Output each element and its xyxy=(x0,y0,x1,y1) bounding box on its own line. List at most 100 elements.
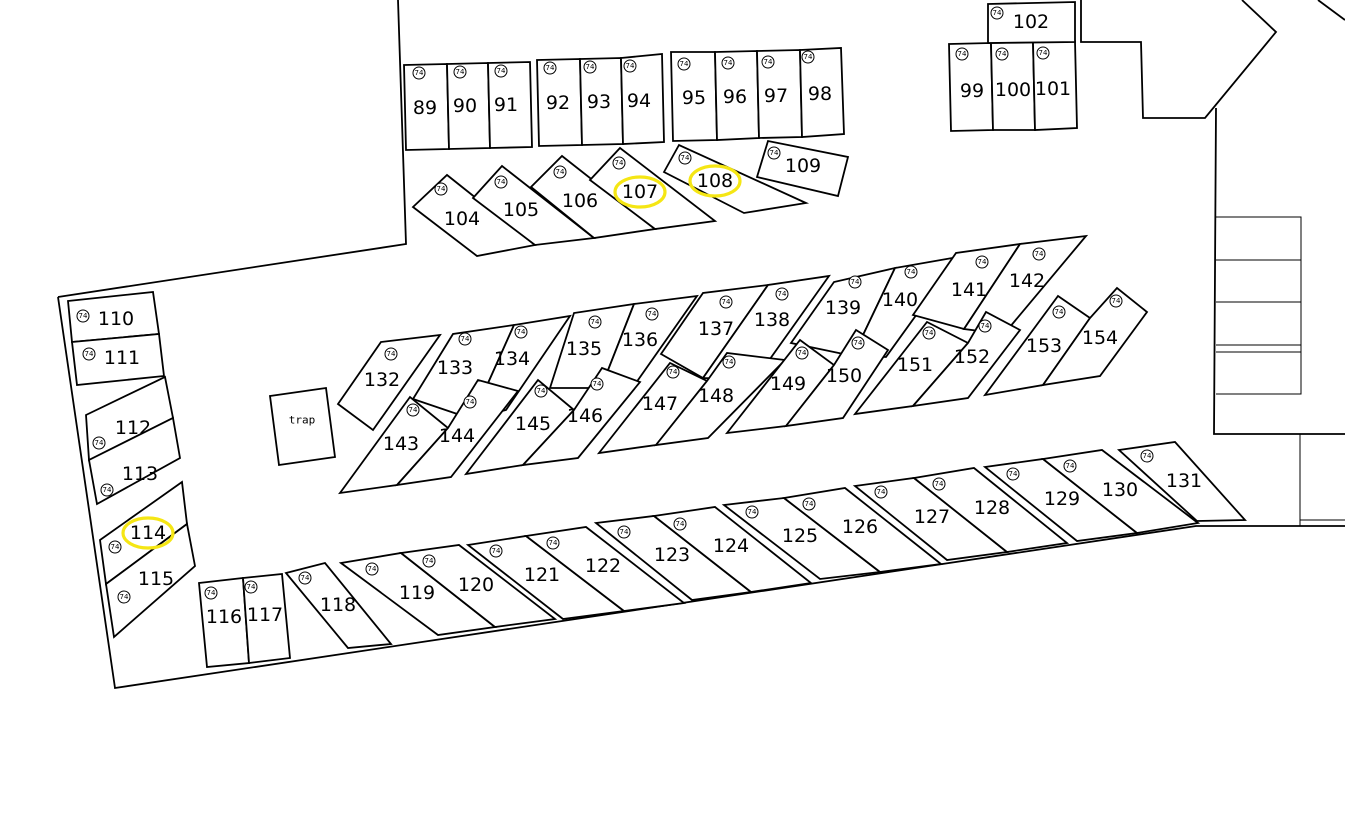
spot-badge-text: 74 xyxy=(387,350,396,358)
spot-badge-text: 74 xyxy=(725,358,734,366)
spot-outline xyxy=(284,561,393,649)
spot-badge-text: 74 xyxy=(798,349,807,357)
spot-badge-text: 74 xyxy=(1035,250,1044,258)
spot-badge-text: 74 xyxy=(497,178,506,186)
spot-badge-text: 74 xyxy=(981,322,990,330)
spot-number: 104 xyxy=(444,208,480,230)
spot-number: 90 xyxy=(453,95,477,117)
spot-badge-circle xyxy=(623,59,637,73)
spot-badge-text: 74 xyxy=(648,310,657,318)
spot-badge-text: 74 xyxy=(681,154,690,162)
spot-number: 136 xyxy=(622,329,658,351)
spot-badge-text: 74 xyxy=(722,298,731,306)
spot-badge-text: 74 xyxy=(724,59,733,67)
spot-badge-circle xyxy=(494,175,508,189)
spot-number: 127 xyxy=(914,506,950,528)
spot-badge-circle xyxy=(453,65,467,79)
spot-badge-circle xyxy=(904,265,918,279)
spot-badge-circle xyxy=(204,586,218,600)
spot-badge-text: 74 xyxy=(1143,452,1152,460)
spot-number: 110 xyxy=(98,308,134,330)
spot-number: 151 xyxy=(897,354,933,376)
spot-badge-circle xyxy=(553,165,567,179)
spot-number: 105 xyxy=(503,199,539,221)
spot-badge-circle xyxy=(795,346,809,360)
spot-badge-text: 74 xyxy=(620,528,629,536)
spot-badge-text: 74 xyxy=(626,62,635,70)
spot-number: 116 xyxy=(206,606,242,628)
spot-number: 152 xyxy=(954,346,990,368)
spot-number: 148 xyxy=(698,385,734,407)
spot-badge-text: 74 xyxy=(770,149,779,157)
spot-outline xyxy=(70,333,166,386)
spot-badge-circle xyxy=(848,275,862,289)
spot-badge-circle xyxy=(666,365,680,379)
spot-badge-circle xyxy=(677,57,691,71)
spot-number: 113 xyxy=(122,463,158,485)
spot-badge-circle xyxy=(365,562,379,576)
spot-outline xyxy=(987,1,1076,44)
spot-number: 93 xyxy=(587,91,611,113)
spot-badge-circle xyxy=(1006,467,1020,481)
highlight-ring-114 xyxy=(121,516,175,550)
spot-badge-text: 74 xyxy=(586,63,595,71)
spot-badge-circle xyxy=(422,554,436,568)
spot-badge-circle xyxy=(1036,46,1050,60)
spot-number: 101 xyxy=(1035,78,1071,100)
parking-spot-105: 74 105 xyxy=(471,164,597,246)
spot-number: 123 xyxy=(654,544,690,566)
spot-badge-circle xyxy=(1052,305,1066,319)
spot-outline xyxy=(105,522,196,639)
spot-badge-circle xyxy=(412,66,426,80)
spot-number: 143 xyxy=(383,433,419,455)
spot-badge-circle xyxy=(722,355,736,369)
spot-badge-text: 74 xyxy=(492,547,501,555)
spot-badge-circle xyxy=(489,544,503,558)
spot-badge-text: 74 xyxy=(120,593,129,601)
spot-number: 132 xyxy=(364,369,400,391)
spot-badge-circle xyxy=(801,50,815,64)
spot-number: 126 xyxy=(842,516,878,538)
spot-outline xyxy=(653,352,787,447)
spot-badge-text: 74 xyxy=(207,589,216,597)
spot-badge-circle xyxy=(543,61,557,75)
spot-badge-text: 74 xyxy=(925,329,934,337)
spot-badge-circle xyxy=(761,55,775,69)
spot-outline xyxy=(394,378,520,487)
spot-badge-text: 74 xyxy=(497,67,506,75)
spot-badge-circle xyxy=(244,580,258,594)
spot-badge-circle xyxy=(514,325,528,339)
spot-badge-circle xyxy=(922,326,936,340)
spot-badge-text: 74 xyxy=(301,574,310,582)
spot-number: 135 xyxy=(566,338,602,360)
spot-badge-circle xyxy=(1063,459,1077,473)
spot-number: 129 xyxy=(1044,488,1080,510)
spot-badge-text: 74 xyxy=(368,565,377,573)
spot-badge-text: 74 xyxy=(95,439,104,447)
spot-outline xyxy=(620,53,665,145)
spot-number: 99 xyxy=(960,80,984,102)
spot-badge-circle xyxy=(384,347,398,361)
highlight-marks xyxy=(121,164,742,550)
parking-spots: 7489749074917492749374947495749674977498… xyxy=(67,1,1247,668)
spot-badge-circle xyxy=(851,336,865,350)
spot-number: 133 xyxy=(437,357,473,379)
parking-spot-132: 74 132 xyxy=(336,333,442,432)
spot-badge-circle xyxy=(775,287,789,301)
spot-badge-circle xyxy=(978,319,992,333)
spot-badge-text: 74 xyxy=(907,268,916,276)
